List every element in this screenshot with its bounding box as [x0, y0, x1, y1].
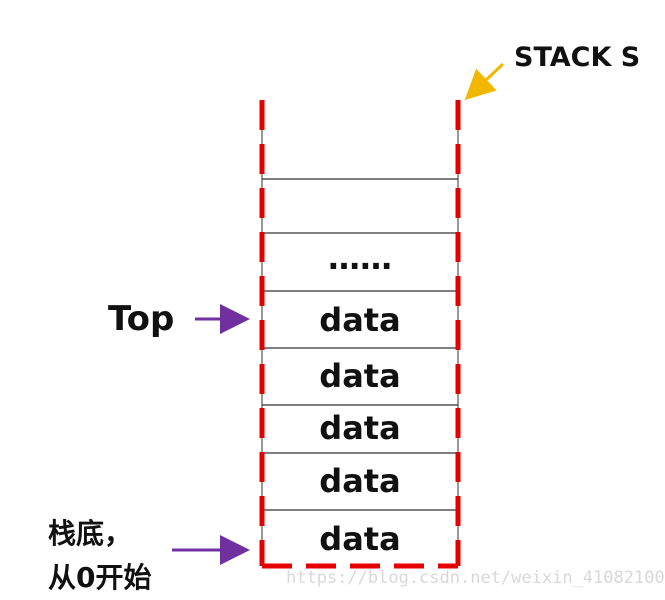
stack-cell-bottom: data: [319, 520, 401, 558]
top-pointer-label: Top: [108, 299, 175, 339]
stack-bottom-label-line-2: 从0开始: [48, 561, 152, 594]
stack-cell-ellipsis: ……: [328, 239, 392, 277]
watermark-url: https://blog.csdn.net/weixin_41082100: [286, 568, 665, 588]
stack-cell-data: data: [319, 462, 401, 500]
stack-title-arrow: [464, 62, 505, 101]
stack-title: STACK S: [514, 42, 641, 73]
stack-cell-data: data: [319, 409, 401, 447]
stack-cell-data: data: [319, 357, 401, 395]
stack-bottom-label: 栈底， 从0开始: [48, 512, 151, 600]
stack-bottom-label-line-1: 栈底，: [48, 517, 133, 550]
stack-cell-top: data: [319, 301, 401, 339]
